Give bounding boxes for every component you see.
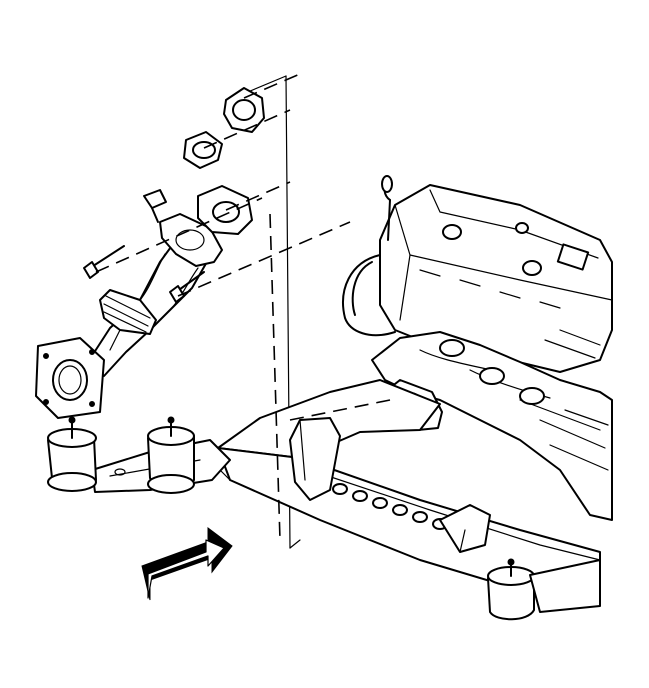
bolt-lower xyxy=(169,271,205,303)
exhaust-manifold-gasket-top xyxy=(223,87,265,133)
pipe-inlet-flange xyxy=(35,337,105,419)
catalytic-converter-pipe xyxy=(87,189,223,377)
engine-block xyxy=(342,175,613,373)
exhaust-manifold-flange xyxy=(197,185,253,235)
forward-arrow-icon xyxy=(141,527,233,601)
engine-mount-left xyxy=(47,416,97,492)
bolt-upper xyxy=(83,245,125,279)
explode-guide-lines xyxy=(95,73,391,541)
engine-mount-center xyxy=(147,416,195,494)
flange-bolts xyxy=(83,245,205,303)
engine-mount-right xyxy=(487,558,601,621)
exhaust-manifold-gasket-middle xyxy=(183,131,223,169)
